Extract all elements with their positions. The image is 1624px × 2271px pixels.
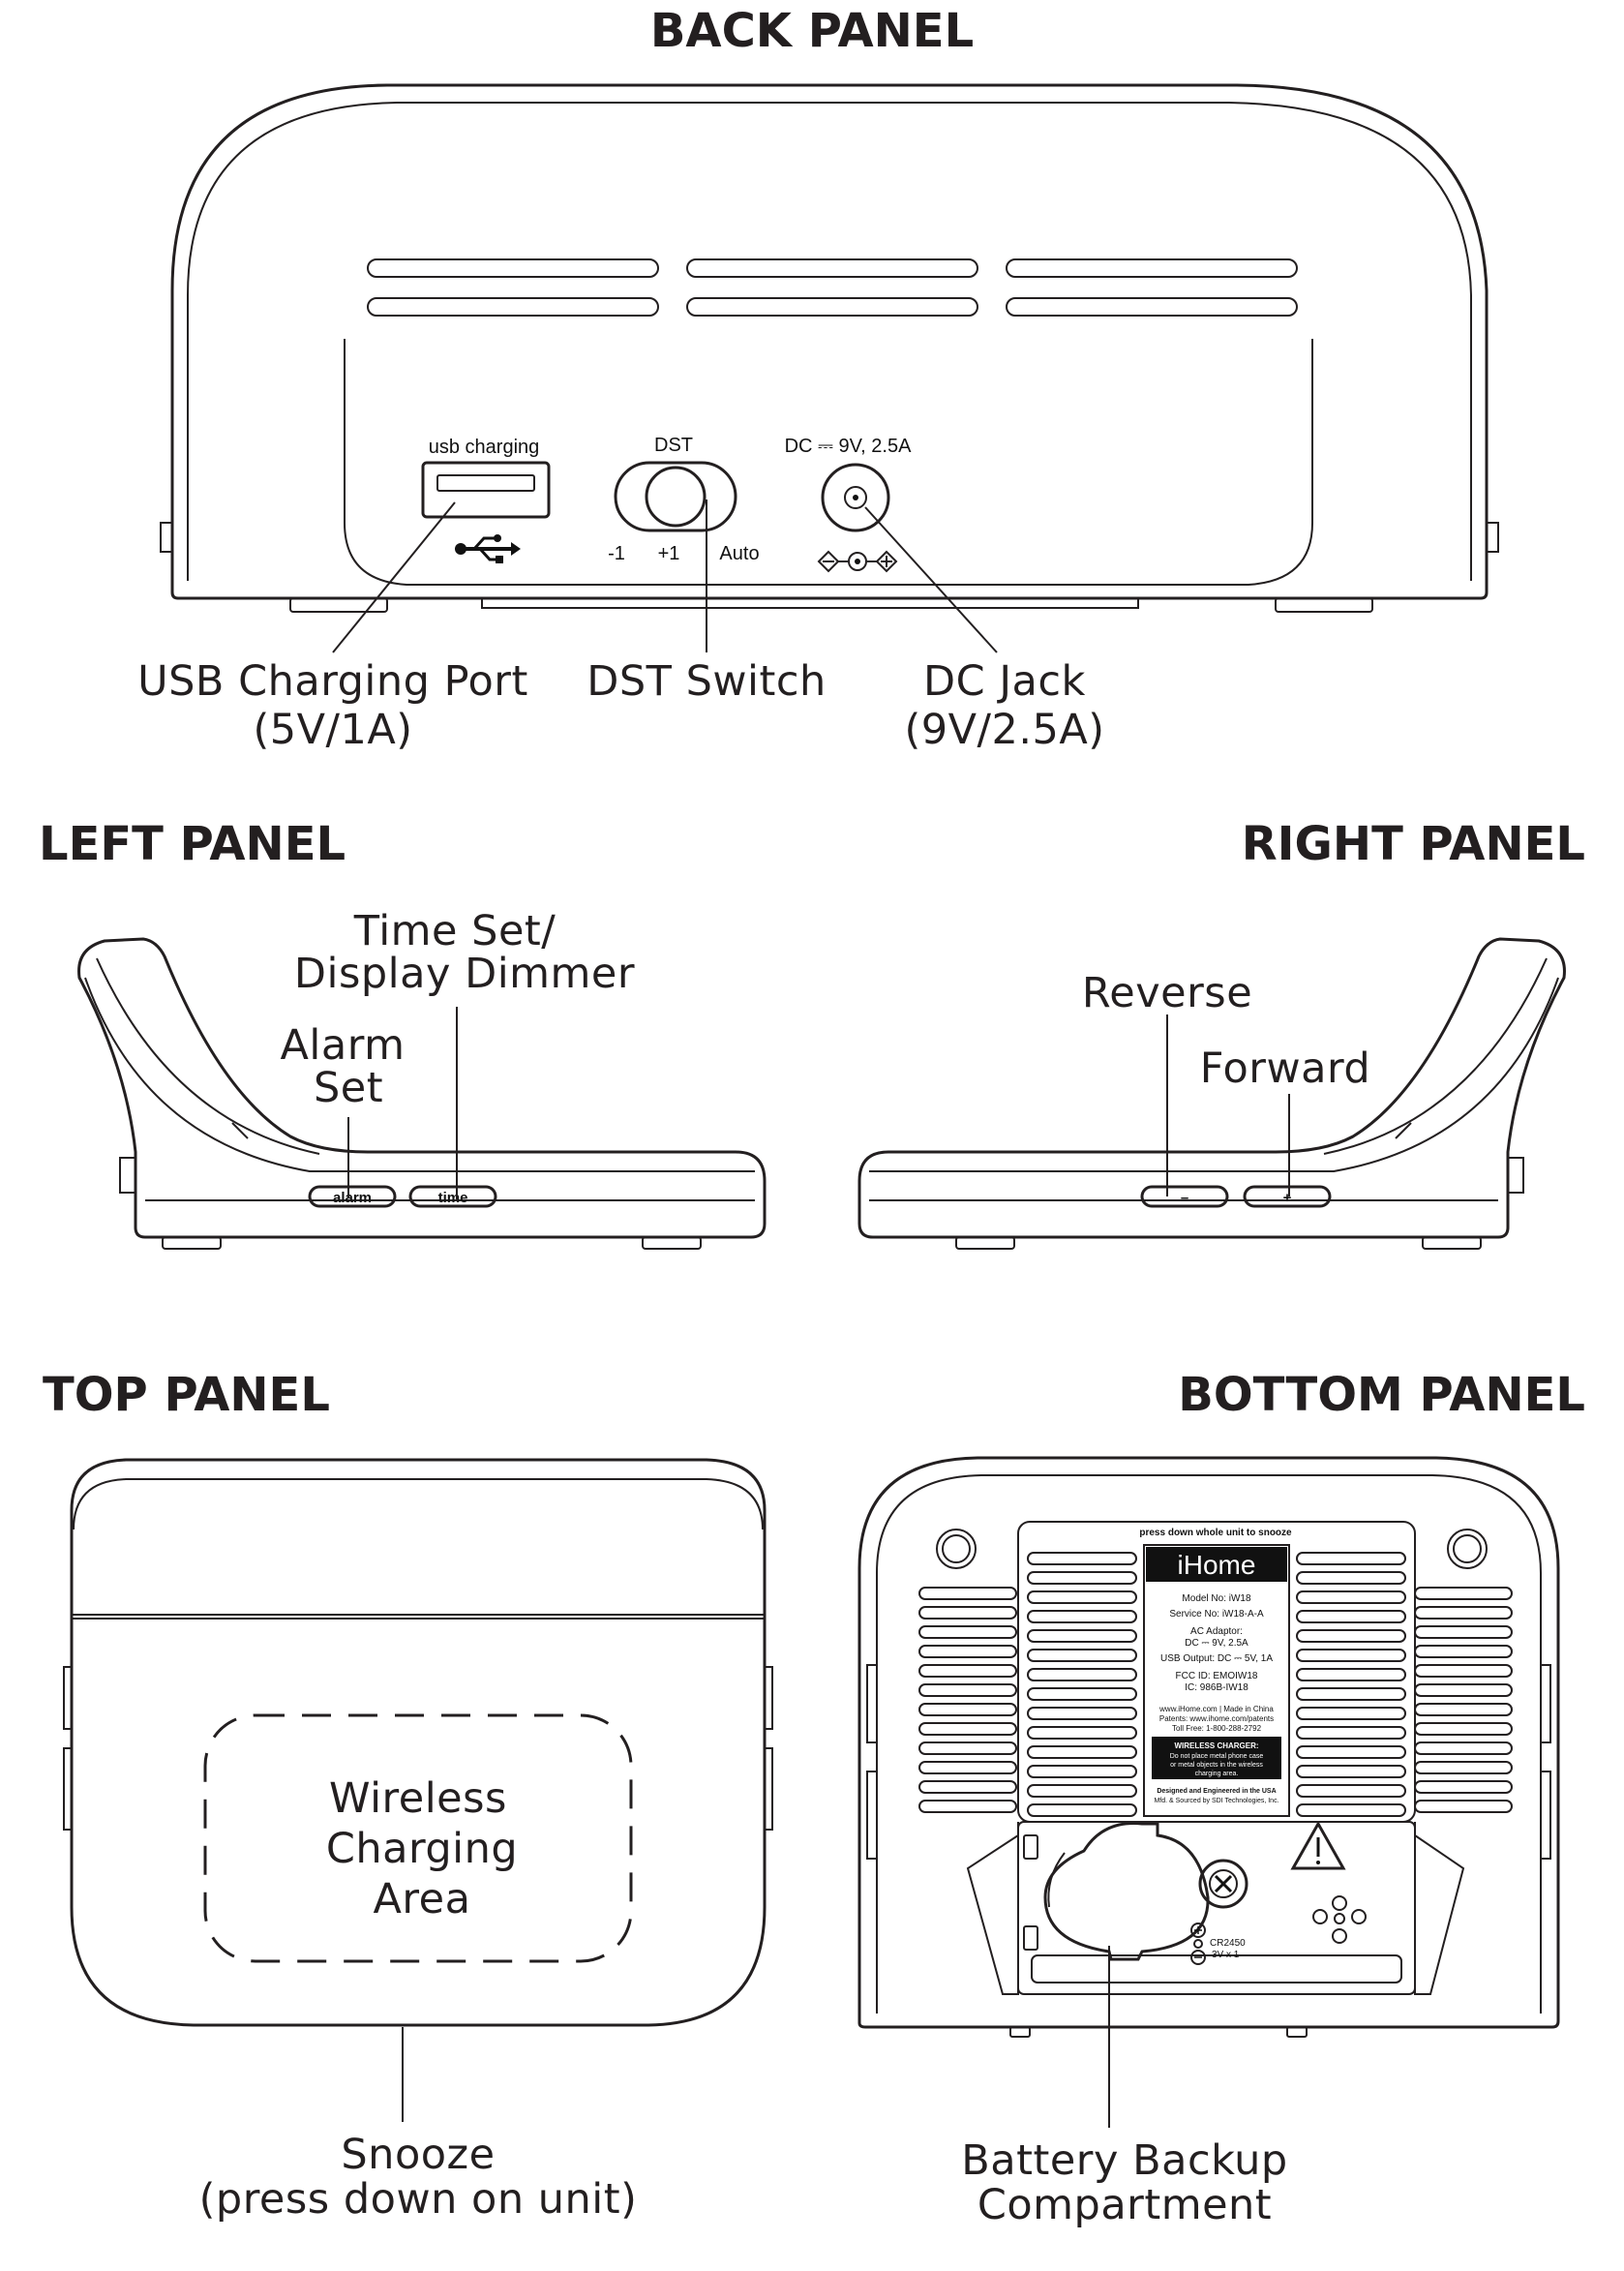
speaker-holes-icon (1312, 1895, 1367, 1944)
time-callout-line1: Time Set/ (353, 907, 556, 955)
back-panel-drawing (160, 83, 1499, 613)
right-panel-drawing (857, 937, 1566, 1250)
top-panel-header: TOP PANEL (43, 1368, 330, 1422)
time-button[interactable]: time (408, 1185, 497, 1208)
dst-switch[interactable] (614, 461, 737, 532)
battery-screw[interactable] (1198, 1859, 1248, 1909)
label-fcc: FCC ID: EMOIW18 (1175, 1671, 1257, 1681)
dst-auto-label: Auto (719, 543, 759, 564)
battery-compartment[interactable] (1043, 1822, 1210, 1961)
alarm-callout-line2: Set (314, 1064, 383, 1112)
dc-input-label: DC ⎓ 9V, 2.5A (785, 436, 913, 457)
snooze-callout-line2: (press down on unit) (199, 2175, 638, 2224)
label-model: Model No: iW18 (1182, 1593, 1251, 1604)
label-ic: IC: 986B-IW18 (1185, 1682, 1248, 1693)
time-callout-line2: Display Dimmer (294, 950, 635, 998)
dc-callout-line1: DC Jack (923, 657, 1086, 706)
label-warning-1: Do not place metal phone case (1170, 1753, 1264, 1760)
battery-polarity-icon (1190, 1923, 1206, 1965)
dc-jack[interactable] (821, 463, 890, 532)
svg-text:time: time (438, 1190, 468, 1206)
brand-logo: iHome (1178, 1550, 1256, 1580)
dc-callout-line2: (9V/2.5A) (904, 706, 1104, 754)
svg-text:+: + (1283, 1190, 1292, 1206)
forward-callout: Forward (1200, 1045, 1370, 1093)
label-warning-3: charging area. (1195, 1771, 1239, 1777)
usb-charging-port[interactable] (421, 461, 551, 519)
snooze-strip-label: press down whole unit to snooze (1139, 1528, 1292, 1538)
label-adaptor-value: DC ⎓ 9V, 2.5A (1185, 1638, 1248, 1649)
label-warning-2: or metal objects in the wireless (1170, 1762, 1263, 1769)
snooze-callout-line1: Snooze (341, 2131, 495, 2179)
wireless-charging-area[interactable] (203, 1713, 633, 1963)
label-mfd: Mfd. & Sourced by SDI Technologies, Inc. (1154, 1798, 1278, 1804)
label-designed: Designed and Engineered in the USA (1157, 1788, 1276, 1795)
usb-port-label: usb charging (429, 437, 540, 458)
label-adaptor-title: AC Adaptor: (1190, 1626, 1243, 1637)
label-warning-title: WIRELESS CHARGER: (1174, 1741, 1258, 1750)
dc-leader-line (864, 506, 998, 653)
reverse-button[interactable]: – (1140, 1185, 1229, 1208)
label-service: Service No: iW18-A-A (1169, 1609, 1264, 1620)
label-usb-output: USB Output: DC ⎓ 5V, 1A (1160, 1653, 1273, 1664)
label-patents: Patents: www.ihome.com/patents (1159, 1714, 1274, 1723)
bottom-panel-header: BOTTOM PANEL (1178, 1368, 1585, 1422)
dst-plus-label: +1 (658, 543, 680, 564)
usb-callout-line2: (5V/1A) (253, 706, 412, 754)
svg-text:alarm: alarm (333, 1190, 372, 1206)
wireless-area-line3: Area (374, 1875, 471, 1923)
forward-button[interactable]: + (1243, 1185, 1332, 1208)
back-panel-header: BACK PANEL (650, 4, 974, 58)
product-label: iHome Model No: iW18 Service No: iW18-A-… (1143, 1544, 1290, 1817)
battery-qty-label: 3V x 1 (1212, 1950, 1240, 1960)
wireless-area-line1: Wireless (329, 1774, 507, 1823)
battery-callout-line2: Compartment (977, 2181, 1272, 2229)
label-web: www.iHome.com | Made in China (1158, 1705, 1274, 1713)
dst-callout: DST Switch (586, 657, 827, 706)
alarm-callout-line1: Alarm (280, 1021, 405, 1070)
battery-type-label: CR2450 (1210, 1938, 1246, 1949)
warning-triangle-icon (1290, 1820, 1346, 1870)
top-panel-drawing (63, 1458, 773, 2027)
usb-leader-line (332, 501, 456, 653)
left-panel-drawing (77, 937, 767, 1250)
wireless-area-line2: Charging (326, 1825, 518, 1873)
dc-polarity-icon (817, 550, 898, 573)
usb-symbol-icon (455, 534, 521, 563)
battery-callout-line1: Battery Backup (961, 2136, 1287, 2185)
dst-label: DST (654, 435, 693, 456)
label-tollfree: Toll Free: 1-800-288-2792 (1172, 1724, 1262, 1733)
usb-callout-line1: USB Charging Port (137, 657, 528, 706)
dst-minus-label: -1 (608, 543, 625, 564)
alarm-button[interactable]: alarm (308, 1185, 397, 1208)
right-panel-header: RIGHT PANEL (1242, 817, 1585, 871)
svg-text:–: – (1181, 1190, 1188, 1206)
left-panel-header: LEFT PANEL (39, 817, 346, 871)
reverse-callout: Reverse (1082, 969, 1252, 1017)
bottom-panel-drawing (857, 1456, 1560, 2038)
